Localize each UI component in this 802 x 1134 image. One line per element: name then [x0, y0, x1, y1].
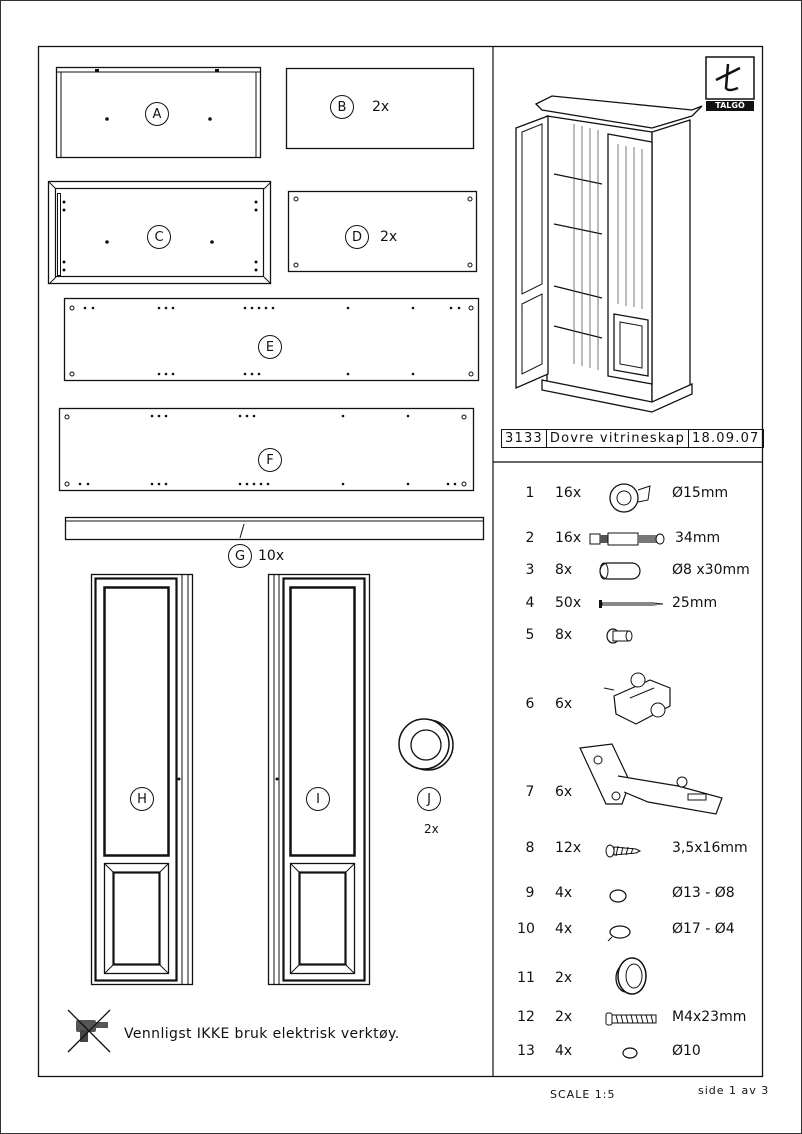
cam-bolt-icon — [589, 532, 665, 546]
part-label-h: H — [130, 787, 154, 811]
part-label-j: J — [417, 787, 441, 811]
door-i-drawing — [267, 573, 371, 986]
nail-icon — [599, 600, 664, 608]
product-name: Dovre vitrineskap — [547, 430, 690, 447]
dowel-icon — [599, 562, 641, 580]
part-label-f: F — [258, 448, 282, 472]
knob-icon — [615, 957, 647, 995]
part-qty-j: 2x — [424, 822, 439, 836]
part-label-i: I — [306, 787, 330, 811]
part-qty-b: 2x — [372, 99, 390, 115]
cam-lock-icon — [609, 483, 651, 513]
panel-g-drawing — [64, 516, 485, 541]
scale-label: SCALE 1:5 — [550, 1088, 616, 1101]
door-h-drawing — [90, 573, 194, 986]
hinge-plate-icon — [603, 672, 671, 725]
drawing-date: 18.09.07 — [692, 431, 760, 446]
part-label-d: D — [345, 225, 369, 249]
hinge-icon — [579, 743, 723, 815]
drawing-number: 3133 — [502, 430, 547, 447]
screw-icon — [605, 844, 642, 858]
panel-b-drawing — [285, 67, 475, 150]
part-label-a: A — [145, 102, 169, 126]
shelf-pin-icon — [606, 628, 633, 644]
bumper-small-icon — [609, 889, 627, 903]
page-number: side 1 av 3 — [698, 1084, 770, 1097]
part-qty-g: 10x — [258, 548, 285, 564]
talgo-logo — [705, 56, 755, 111]
part-label-e: E — [258, 335, 282, 359]
panel-d-drawing — [287, 190, 478, 273]
knob-j-drawing — [398, 718, 454, 771]
part-label-g: G — [228, 544, 252, 568]
no-power-tools-icon — [67, 1009, 111, 1053]
washer-icon — [622, 1047, 638, 1059]
machine-screw-icon — [605, 1012, 657, 1026]
part-label-c: C — [147, 225, 171, 249]
part-qty-d: 2x — [380, 229, 398, 245]
bumper-large-icon — [607, 925, 631, 942]
talgo-logo-text: TALGÖ — [715, 101, 745, 110]
warning-text: Vennligst IKKE bruk elektrisk verktøy. — [124, 1026, 400, 1042]
panel-f-drawing — [58, 407, 475, 492]
cabinet-illustration — [515, 56, 755, 413]
part-label-b: B — [330, 95, 354, 119]
